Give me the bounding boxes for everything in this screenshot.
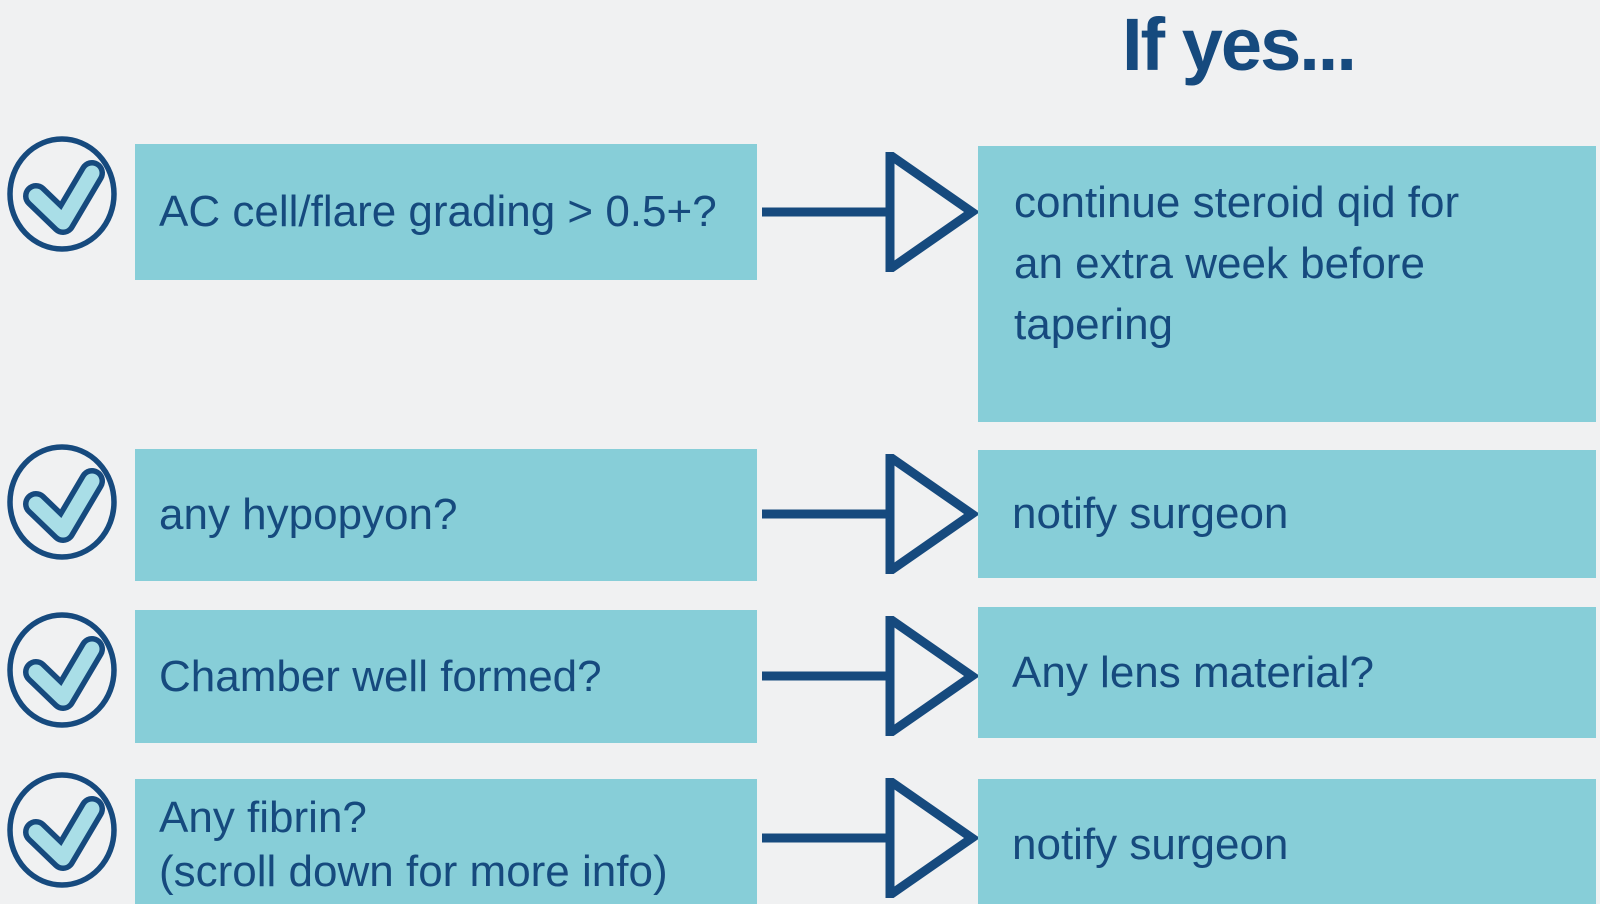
question-text: AC cell/flare grading > 0.5+? <box>159 187 717 237</box>
arrow-right-icon <box>762 454 980 574</box>
page-title: If yes... <box>1122 3 1357 86</box>
answer-line: tapering <box>1014 300 1174 349</box>
arrow-right-icon <box>762 616 980 736</box>
answer-box: notify surgeon <box>978 779 1596 904</box>
check-circle-icon <box>7 136 117 252</box>
question-line: (scroll down for more info) <box>159 846 668 896</box>
question-line: Any fibrin? <box>159 792 367 842</box>
answer-line: continue steroid qid for <box>1014 178 1460 227</box>
answer-text: Any lens material? <box>1012 647 1374 697</box>
check-circle-icon <box>7 444 117 560</box>
check-circle-icon <box>7 612 117 728</box>
answer-text: notify surgeon <box>1012 489 1289 539</box>
answer-text: notify surgeon <box>1012 819 1289 869</box>
question-box: AC cell/flare grading > 0.5+? <box>135 144 757 280</box>
question-text: Chamber well formed? <box>159 651 602 701</box>
question-box: Chamber well formed? <box>135 610 757 743</box>
question-box: Any fibrin? (scroll down for more info) <box>135 779 757 904</box>
arrow-right-icon <box>762 152 980 272</box>
answer-box: Any lens material? <box>978 607 1596 738</box>
question-box: any hypopyon? <box>135 449 757 581</box>
check-circle-icon <box>7 772 117 888</box>
answer-box: continue steroid qid for an extra week b… <box>978 146 1596 422</box>
answer-line: an extra week before <box>1014 239 1425 288</box>
arrow-right-icon <box>762 778 980 898</box>
question-text: any hypopyon? <box>159 490 458 540</box>
answer-box: notify surgeon <box>978 450 1596 578</box>
